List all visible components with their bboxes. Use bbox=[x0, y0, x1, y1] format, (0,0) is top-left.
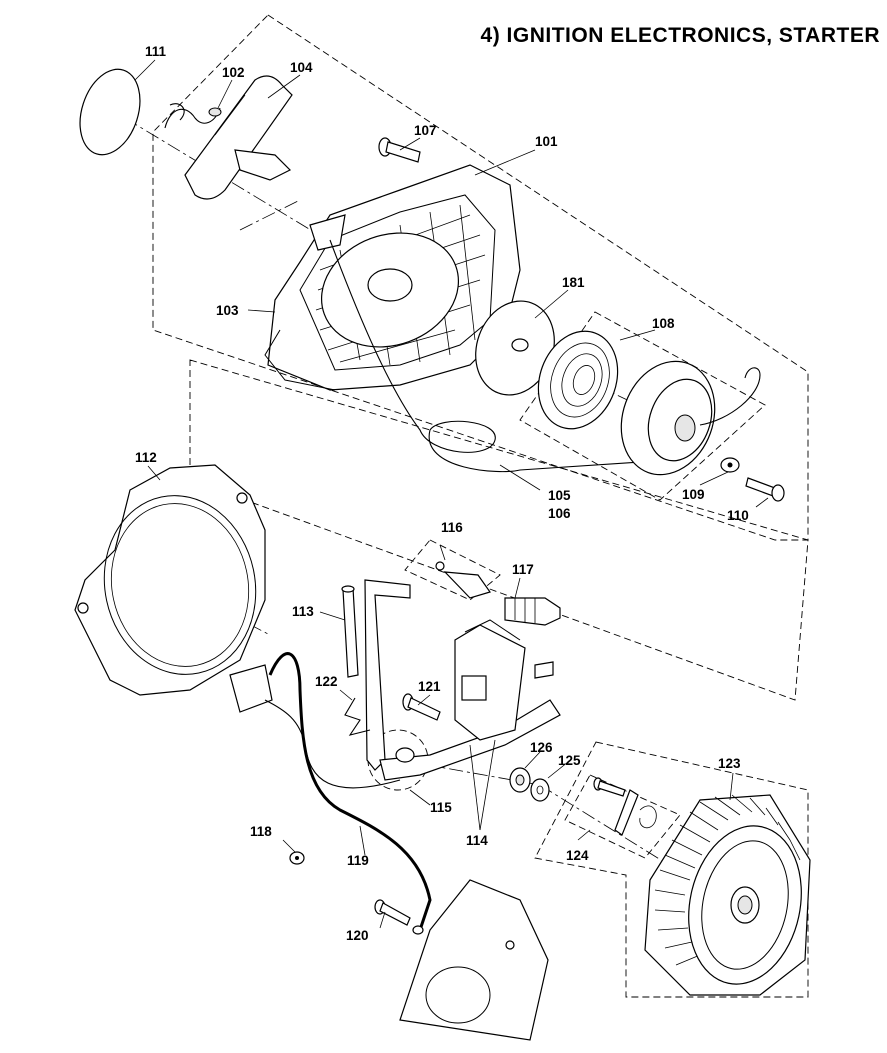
pulley-hub bbox=[674, 414, 696, 442]
fan-housing-opening bbox=[103, 495, 257, 675]
fan-housing bbox=[74, 464, 266, 696]
sleeve-113-top bbox=[341, 585, 355, 593]
bracket-rod bbox=[364, 579, 411, 771]
crankcase-bore bbox=[425, 966, 491, 1024]
washer-hole bbox=[511, 338, 529, 352]
rope-clip bbox=[164, 103, 221, 129]
pawl bbox=[614, 789, 639, 836]
label-104: 104 bbox=[290, 60, 313, 75]
screw-107 bbox=[378, 137, 421, 163]
label-115: 115 bbox=[430, 800, 452, 815]
label-108: 108 bbox=[652, 316, 675, 331]
ground-wire bbox=[268, 652, 432, 931]
starter-grip-stem bbox=[234, 149, 292, 181]
fan-housing-rim bbox=[110, 503, 250, 667]
starter-grip bbox=[184, 75, 293, 200]
leader-lines bbox=[134, 59, 769, 929]
label-124: 124 bbox=[566, 848, 589, 863]
label-106: 106 bbox=[548, 506, 571, 521]
ignition-bracket bbox=[379, 699, 561, 781]
label-116: 116 bbox=[441, 520, 463, 535]
spring-coils bbox=[550, 342, 610, 418]
rope-guide bbox=[309, 214, 346, 251]
label-112: 112 bbox=[135, 450, 157, 465]
starter-rope bbox=[329, 239, 641, 473]
pulley-rope-end bbox=[699, 367, 761, 426]
bushing bbox=[395, 747, 415, 763]
short-circuit-switch bbox=[229, 664, 273, 713]
starter-housing-grille bbox=[299, 194, 496, 371]
diagram-title: 4) IGNITION ELECTRONICS, STARTER bbox=[480, 24, 880, 47]
label-126: 126 bbox=[530, 740, 553, 755]
wire-eyelet bbox=[412, 925, 424, 935]
spark-plug-ribs bbox=[514, 598, 536, 623]
label-123: 123 bbox=[718, 756, 741, 771]
label-114: 114 bbox=[466, 833, 488, 848]
group-outline-spark-plug-boot bbox=[404, 539, 501, 601]
screw-120 bbox=[374, 899, 411, 926]
spark-plug-boot bbox=[443, 571, 491, 599]
boot-spring bbox=[435, 561, 445, 571]
fan-housing-mount bbox=[77, 602, 89, 614]
group-outline-starter bbox=[152, 14, 809, 541]
group-outline-pawl bbox=[564, 774, 681, 859]
label-120: 120 bbox=[346, 928, 369, 943]
flywheel-bore bbox=[737, 895, 753, 915]
label-117: 117 bbox=[512, 562, 534, 577]
sleeve-113 bbox=[342, 587, 359, 678]
ignition-module-top bbox=[464, 619, 521, 641]
grip-slot bbox=[214, 94, 246, 136]
pawl-screw bbox=[593, 777, 626, 797]
washer-109-hole bbox=[727, 462, 733, 468]
washer-125-hole bbox=[536, 785, 544, 795]
washer-125 bbox=[530, 778, 550, 802]
label-113: 113 bbox=[292, 604, 314, 619]
housing-flange bbox=[264, 329, 336, 391]
label-181: 181 bbox=[562, 275, 585, 290]
label-110: 110 bbox=[727, 508, 749, 523]
nut-118-hole bbox=[295, 856, 299, 860]
centerline-handle bbox=[239, 199, 301, 231]
label-109: 109 bbox=[682, 487, 705, 502]
label-101: 101 bbox=[535, 134, 558, 149]
bearing-126-bore bbox=[515, 774, 525, 786]
label-111: 111 bbox=[145, 44, 167, 59]
cover-disc bbox=[79, 68, 141, 156]
flywheel-face-rim bbox=[701, 840, 789, 970]
wire-clip bbox=[344, 697, 371, 736]
crankcase-fragment bbox=[399, 879, 549, 1041]
part-labels: 111 102 104 107 101 103 181 108 109 110 … bbox=[135, 44, 749, 943]
spark-plug bbox=[504, 597, 561, 626]
label-118: 118 bbox=[250, 824, 272, 839]
flywheel-fins bbox=[654, 794, 801, 966]
switch-wire bbox=[264, 699, 401, 789]
label-122: 122 bbox=[315, 674, 338, 689]
label-107: 107 bbox=[414, 123, 437, 138]
label-125: 125 bbox=[558, 753, 581, 768]
label-102: 102 bbox=[222, 65, 245, 80]
fan-housing-mount-top bbox=[236, 492, 248, 504]
label-103: 103 bbox=[216, 303, 239, 318]
ignition-terminal bbox=[534, 661, 554, 679]
pawl-spring bbox=[639, 805, 657, 829]
rope-knot bbox=[208, 107, 222, 117]
screw-110 bbox=[745, 477, 785, 502]
label-105: 105 bbox=[548, 488, 571, 503]
crankcase-hole bbox=[505, 940, 515, 950]
group-outline-fan-housing bbox=[189, 359, 809, 701]
label-119: 119 bbox=[347, 853, 369, 868]
ignition-module-label bbox=[461, 675, 487, 701]
group-outline-flywheel bbox=[534, 741, 809, 998]
label-121: 121 bbox=[418, 679, 441, 694]
starter-hub bbox=[367, 268, 413, 302]
screw-121 bbox=[402, 693, 441, 721]
